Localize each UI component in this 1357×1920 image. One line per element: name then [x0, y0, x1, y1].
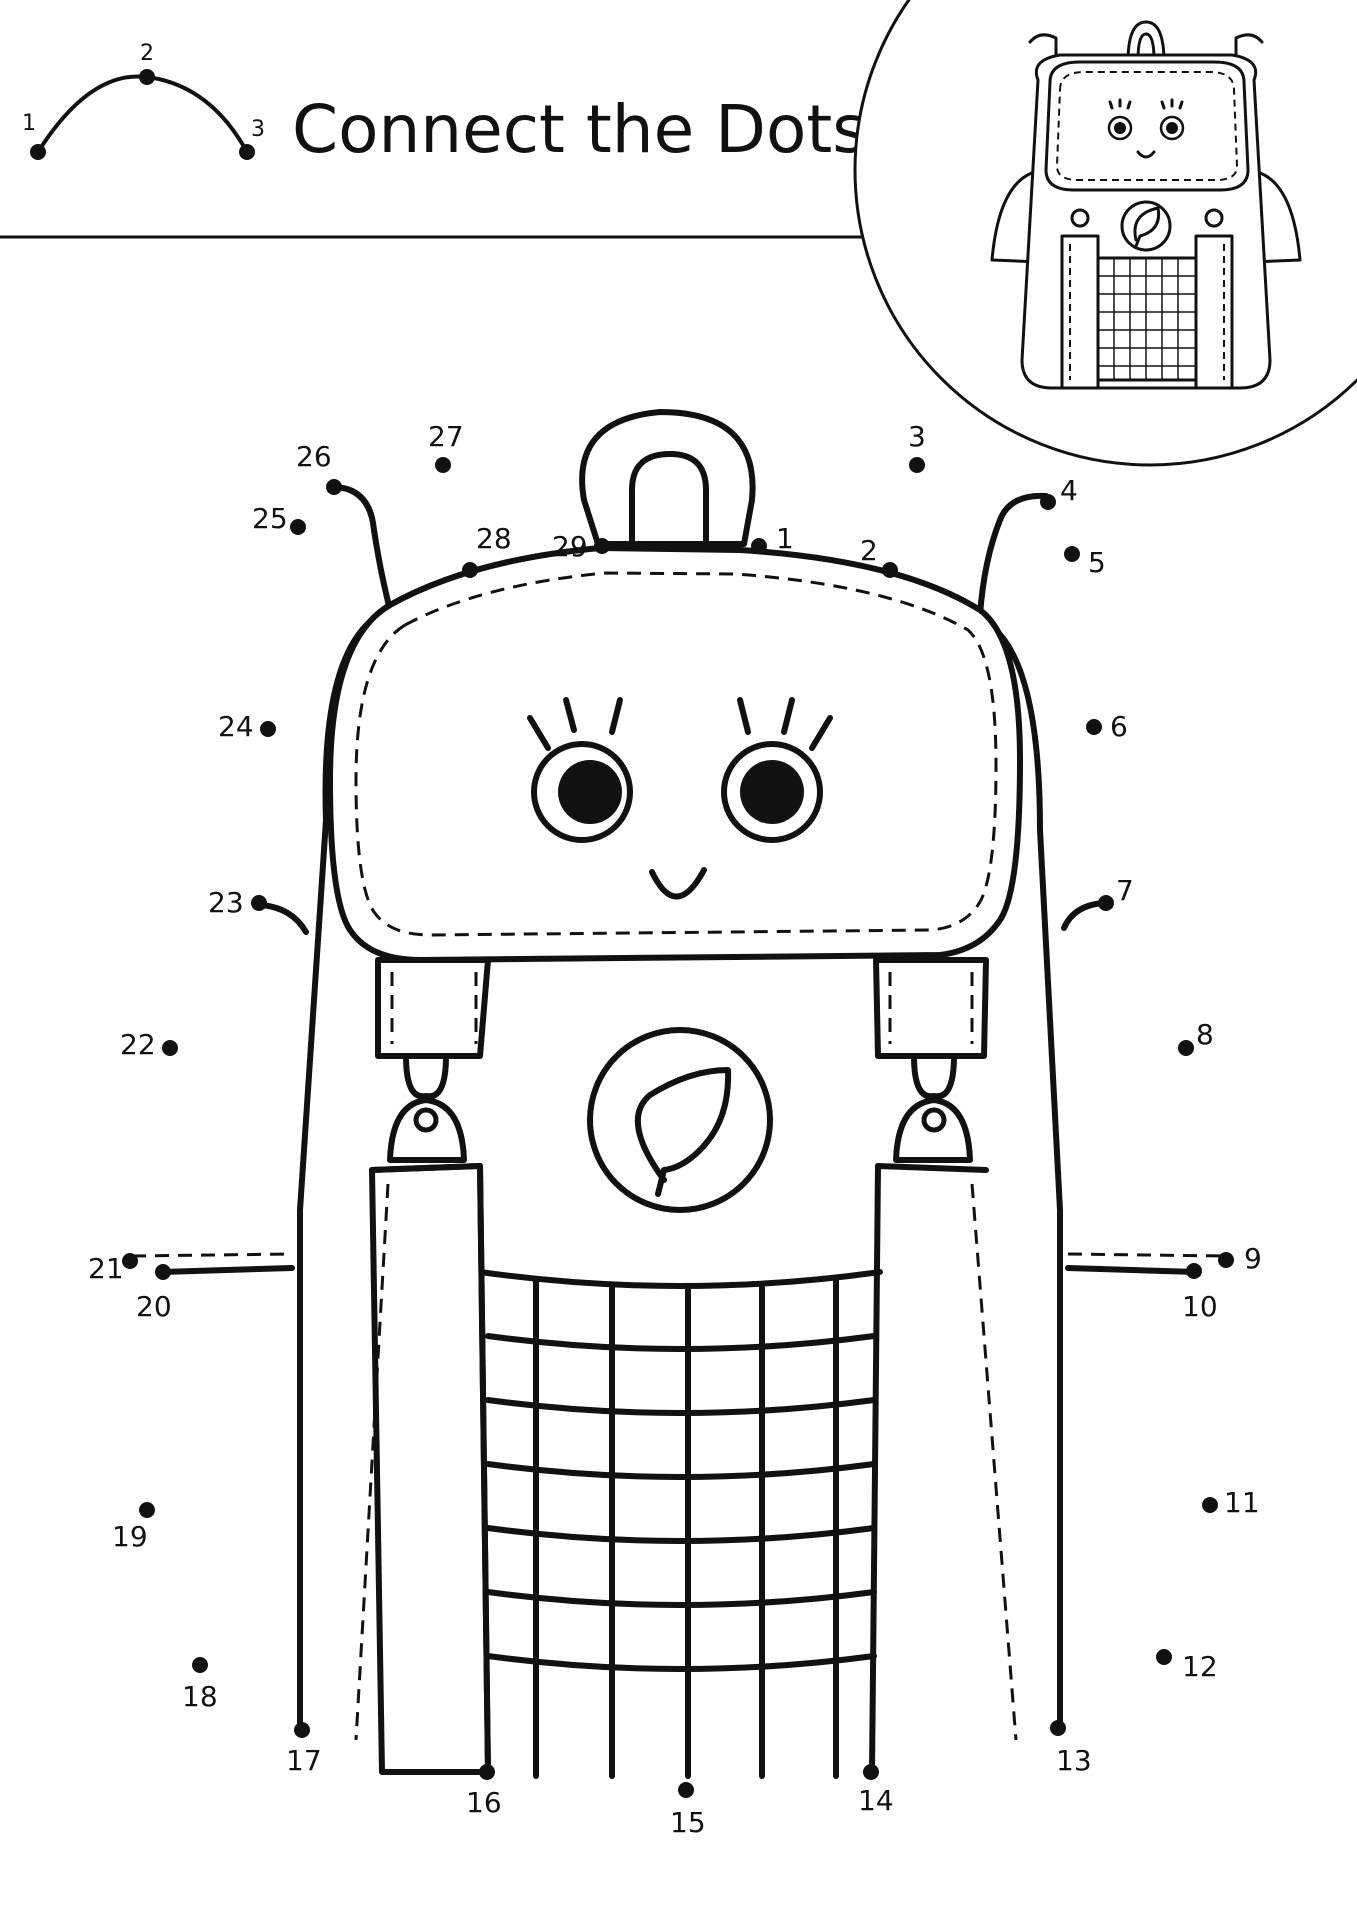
dot-28[interactable]: 28 [462, 522, 512, 578]
dot-26[interactable]: 26 [296, 440, 342, 495]
dot-number-4: 4 [1060, 474, 1078, 507]
dot-14[interactable]: 14 [858, 1764, 894, 1817]
dot-number-8: 8 [1196, 1018, 1214, 1051]
dot-number-14: 14 [858, 1784, 894, 1817]
page-title: Connect the Dots [292, 91, 867, 168]
dot-22[interactable]: 22 [120, 1028, 178, 1061]
dot-10[interactable]: 10 [1182, 1263, 1218, 1323]
example-number-1: 1 [22, 111, 36, 136]
dot-20[interactable]: 20 [136, 1264, 172, 1323]
dot-13[interactable]: 13 [1050, 1720, 1092, 1777]
dot-number-27: 27 [428, 420, 464, 453]
dot-25[interactable]: 25 [252, 502, 306, 535]
dot-1[interactable]: 1 [751, 522, 794, 555]
left-eye-art [527, 697, 633, 843]
dot-9[interactable]: 9 [1218, 1242, 1262, 1275]
dot-number-11: 11 [1224, 1486, 1260, 1519]
dot-number-24: 24 [218, 710, 254, 743]
dot-29[interactable]: 29 [552, 530, 610, 563]
dot-16[interactable]: 16 [466, 1764, 502, 1819]
dot-number-19: 19 [112, 1520, 148, 1553]
dot-number-3: 3 [908, 420, 926, 453]
dot-27[interactable]: 27 [428, 420, 464, 473]
reference-picture [853, 0, 1357, 467]
smile-art [649, 867, 707, 900]
dot-number-18: 18 [182, 1680, 218, 1713]
dot-number-23: 23 [208, 886, 244, 919]
dot-number-16: 16 [466, 1786, 502, 1819]
mesh-pocket-preview [1096, 256, 1198, 382]
backpack-preview-icon [990, 20, 1302, 390]
dot-number-1: 1 [776, 522, 794, 555]
dot-17[interactable]: 17 [286, 1722, 322, 1777]
dot-number-6: 6 [1110, 710, 1128, 743]
example-number-3: 3 [251, 117, 265, 142]
dot-number-22: 22 [120, 1028, 156, 1061]
mesh-pocket-art [477, 1269, 883, 1779]
dot-19[interactable]: 19 [112, 1502, 155, 1553]
dot-6[interactable]: 6 [1086, 710, 1128, 743]
dot-23[interactable]: 23 [208, 886, 267, 919]
dot-number-21: 21 [88, 1252, 124, 1285]
leaf-badge-art [587, 1027, 773, 1213]
dot-21[interactable]: 21 [88, 1252, 138, 1285]
example-demo: 1 2 3 [22, 41, 265, 160]
dot-number-12: 12 [1182, 1650, 1218, 1683]
dot-number-2: 2 [860, 534, 878, 567]
right-eye-art [721, 697, 833, 843]
dot-number-15: 15 [670, 1806, 706, 1839]
dot-3[interactable]: 3 [908, 420, 926, 473]
dot-15[interactable]: 15 [670, 1782, 706, 1839]
dot-11[interactable]: 11 [1202, 1486, 1260, 1519]
dot-5[interactable]: 5 [1064, 546, 1106, 579]
dot-number-25: 25 [252, 502, 288, 535]
dot-8[interactable]: 8 [1178, 1018, 1214, 1056]
dot-number-5: 5 [1088, 546, 1106, 579]
dot-number-13: 13 [1056, 1744, 1092, 1777]
dot-number-10: 10 [1182, 1290, 1218, 1323]
dot-number-26: 26 [296, 440, 332, 473]
dot-number-7: 7 [1116, 874, 1134, 907]
dot-7[interactable]: 7 [1098, 874, 1134, 911]
dot-4[interactable]: 4 [1040, 474, 1078, 510]
dot-number-20: 20 [136, 1290, 172, 1323]
dot-number-29: 29 [552, 530, 588, 563]
dot-number-17: 17 [286, 1744, 322, 1777]
dot-18[interactable]: 18 [182, 1657, 218, 1713]
dot-12[interactable]: 12 [1156, 1649, 1218, 1683]
dot-number-9: 9 [1244, 1242, 1262, 1275]
dot-number-28: 28 [476, 522, 512, 555]
dot-24[interactable]: 24 [218, 710, 276, 743]
numbered-dots: 1 2 3 4 5 6 7 8 9 10 11 12 13 14 15 16 1… [88, 420, 1262, 1839]
example-number-2: 2 [140, 41, 154, 66]
dot-2[interactable]: 2 [860, 534, 898, 578]
backpack-outline-art [131, 409, 1227, 1779]
